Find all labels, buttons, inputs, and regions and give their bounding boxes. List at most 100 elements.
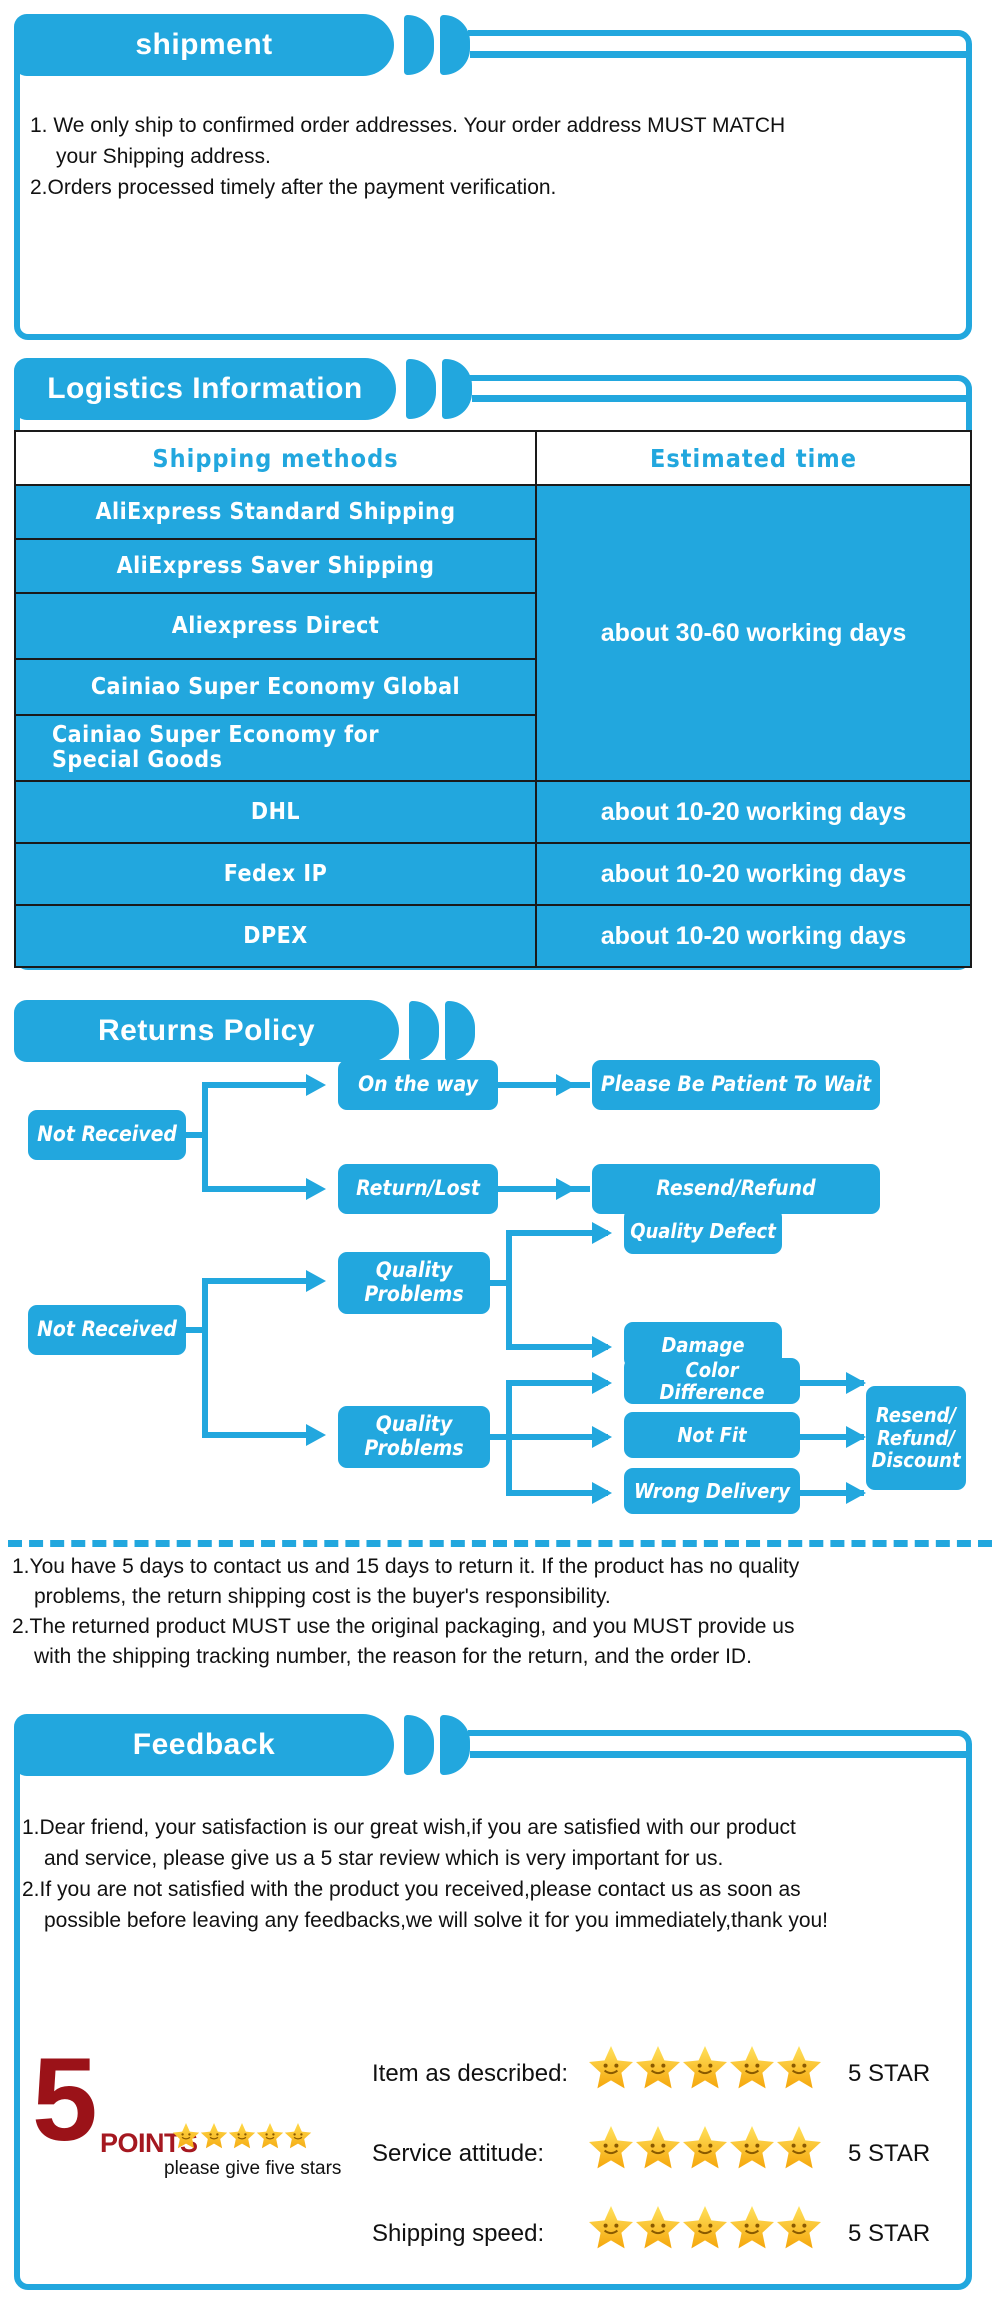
badge-stars	[172, 2120, 312, 2154]
flow2-b-out-arrow-3	[846, 1482, 866, 1504]
flow1-mid-1: On the way	[338, 1060, 498, 1110]
rating-label-shipping-speed: Shipping speed:	[372, 2220, 545, 2247]
returns-note-1: 1.You have 5 days to contact us and 15 d…	[12, 1555, 800, 1578]
flow2-mid-b: Quality Problems	[338, 1406, 490, 1468]
flow2-b-leaf-node-3: Wrong Delivery	[624, 1468, 800, 1514]
method-cell: AliExpress Saver Shipping	[13, 538, 538, 594]
flow2-b-out-arrow-1	[846, 1372, 866, 1394]
shipment-item-2: 2.Orders processed timely after the paym…	[30, 176, 557, 199]
time-cell: about 10-20 working days	[535, 904, 972, 968]
feedback-panel	[14, 1730, 972, 2290]
flow2-b-arrow-3	[592, 1482, 612, 1504]
flow2-trunk-v	[202, 1278, 208, 1438]
flow1-arrow-4	[556, 1178, 576, 1200]
header-accent-7	[404, 1715, 434, 1775]
flow2-root: Not Received	[28, 1305, 186, 1355]
table-row: Aliexpress Direct	[13, 592, 971, 660]
method-cell: Cainiao Super Economy Global	[13, 658, 538, 716]
shipment-header: shipment	[0, 14, 1000, 76]
returns-divider	[8, 1540, 992, 1547]
flow1-arrow-1	[306, 1074, 326, 1096]
flow2-b-leaf-1	[506, 1380, 608, 1386]
header-accent-4	[442, 359, 472, 419]
flow2-arrow-b	[306, 1424, 326, 1446]
returns-title-pill: Returns Policy	[14, 1000, 399, 1062]
flow2-a-trunk-h	[490, 1280, 512, 1286]
star-row	[588, 2045, 822, 2090]
header-rule-2	[472, 395, 972, 402]
shipment-title: shipment	[135, 28, 273, 61]
shipment-panel	[14, 30, 972, 340]
col-header-method: Shipping methods	[13, 430, 538, 486]
table-row: AliExpress Saver Shipping	[13, 538, 971, 594]
method-cell: DPEX	[13, 904, 538, 968]
flow2-final-node: Resend/ Refund/ Discount	[866, 1386, 966, 1490]
col-header-time: Estimated time	[535, 430, 972, 486]
flow1-mid-2: Return/Lost	[338, 1164, 498, 1214]
returns-header: Returns Policy	[0, 1000, 1000, 1062]
rating-value-item-as-described: 5 STAR	[848, 2060, 931, 2087]
feedback-title: Feedback	[132, 1728, 276, 1761]
table-row: DHL about 10-20 working days	[13, 780, 972, 844]
feedback-item-1-cont: and service, please give us a 5 star rev…	[44, 1847, 724, 1870]
flow2-b-arrow-2	[592, 1426, 612, 1448]
header-accent-3	[406, 359, 436, 419]
flow2-b-out-2	[800, 1434, 864, 1440]
flow2-b-leaf-node-2: Not Fit	[624, 1412, 800, 1458]
shipment-title-pill: shipment	[14, 14, 394, 76]
header-accent-2	[440, 15, 470, 75]
time-cell-slow: about 30-60 working days	[535, 484, 972, 782]
flow1-branch-1	[202, 1082, 314, 1088]
star-row	[588, 2205, 822, 2250]
header-accent-6	[445, 1001, 475, 1061]
returns-note-2: 2.The returned product MUST use the orig…	[12, 1615, 795, 1638]
badge-caption: please give five stars	[164, 2158, 342, 2179]
logistics-title: Logistics Information	[47, 372, 363, 405]
flow2-a-trunk-v	[506, 1230, 512, 1350]
logistics-title-pill: Logistics Information	[14, 358, 396, 420]
table-row: AliExpress Standard Shipping about 30-60…	[13, 484, 972, 782]
time-cell: about 10-20 working days	[535, 842, 972, 906]
five-points-number: 5	[32, 2034, 98, 2166]
flow2-arrow-a	[306, 1270, 326, 1292]
flow1-trunk-v	[202, 1082, 208, 1192]
rating-stars-item-as-described	[588, 2042, 838, 2096]
flow2-branch-a	[202, 1278, 314, 1284]
flow1-link-1	[498, 1082, 590, 1088]
flow2-mid-a: Quality Problems	[338, 1252, 490, 1314]
star-row	[588, 2125, 822, 2170]
rating-label-service-attitude: Service attitude:	[372, 2140, 545, 2167]
header-rule-3	[470, 1751, 972, 1758]
rating-stars-shipping-speed	[588, 2202, 838, 2256]
shipment-item-1-cont: your Shipping address.	[56, 145, 271, 168]
method-cell: Fedex IP	[13, 842, 538, 906]
rating-value-shipping-speed: 5 STAR	[848, 2220, 931, 2247]
star-row-badge	[172, 2122, 312, 2149]
flow2-b-trunk-h	[490, 1434, 512, 1440]
rating-stars-service-attitude	[588, 2122, 838, 2176]
method-cell: AliExpress Standard Shipping	[13, 484, 538, 540]
flow1-link-2	[498, 1186, 590, 1192]
rating-value-service-attitude: 5 STAR	[848, 2140, 931, 2167]
flow1-arrow-2	[556, 1074, 576, 1096]
flow2-a-arrow-2	[592, 1336, 612, 1358]
flow2-a-leaf-1	[506, 1230, 608, 1236]
feedback-items: 1.Dear friend, your satisfaction is our …	[22, 1812, 978, 1936]
returns-note-2-cont: with the shipping tracking number, the r…	[34, 1645, 752, 1668]
returns-note-1-cont: problems, the return shipping cost is th…	[34, 1585, 611, 1608]
table-header-row: Shipping methods Estimated time	[13, 430, 972, 486]
flow2-b-arrow-1	[592, 1372, 612, 1394]
flow2-b-leaf-node-1: Color Difference	[624, 1358, 800, 1404]
time-cell: about 10-20 working days	[535, 780, 972, 844]
table-row: DPEX about 10-20 working days	[13, 904, 972, 968]
logistics-table: Shipping methods Estimated time AliExpre…	[13, 430, 972, 968]
method-cell: DHL	[13, 780, 538, 844]
method-cell: Aliexpress Direct	[13, 592, 538, 660]
header-accent-8	[440, 1715, 470, 1775]
feedback-item-2-cont: possible before leaving any feedbacks,we…	[44, 1909, 829, 1932]
header-accent-1	[404, 15, 434, 75]
table-row: Fedex IP about 10-20 working days	[13, 842, 972, 906]
flow2-trunk-h	[186, 1327, 208, 1333]
flow1-root: Not Received	[28, 1110, 186, 1160]
